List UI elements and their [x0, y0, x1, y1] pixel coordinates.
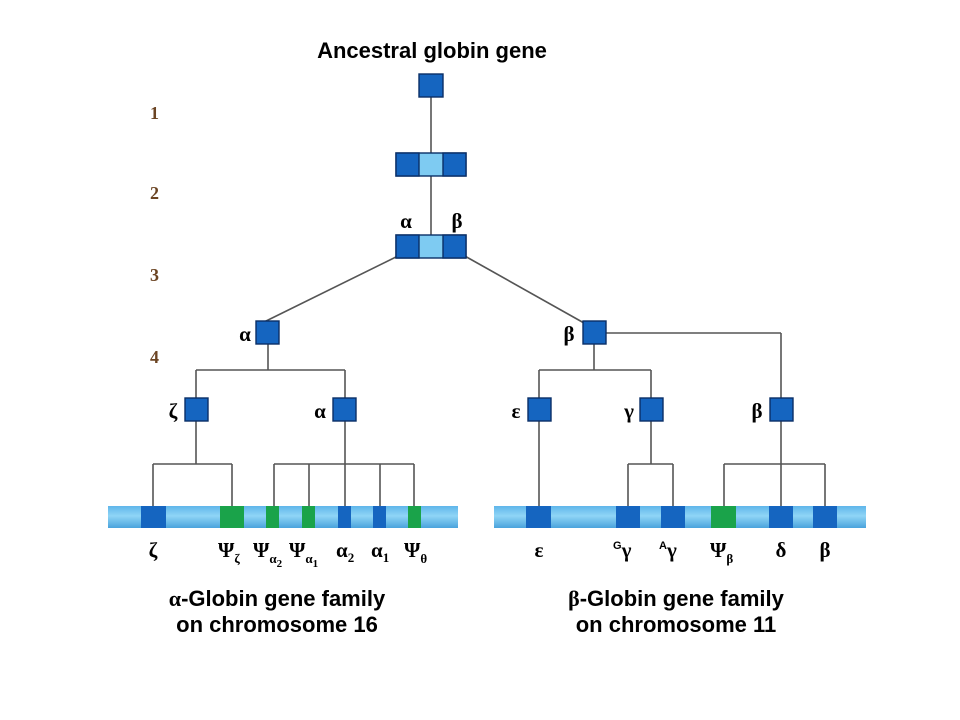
psi-alpha1-label: Ψα1	[289, 538, 318, 570]
ancestral-gene-box	[418, 73, 444, 98]
alpha1-gene	[373, 506, 386, 528]
delta-gene-label: δ	[776, 538, 787, 562]
gamma-node-label: γ	[623, 399, 634, 423]
psi-beta-pseudogene	[711, 506, 736, 528]
beta-family-line2: on chromosome 11	[576, 612, 777, 637]
beta-gene	[813, 506, 837, 528]
a-gamma-label: Aγ	[659, 538, 677, 562]
alpha-label-top: α	[400, 209, 412, 233]
step-2: 2	[150, 183, 159, 203]
psi-beta-label: Ψβ	[710, 538, 733, 566]
gamma-node-box	[639, 397, 664, 422]
step-4: 4	[150, 347, 159, 367]
beta-sub-node-label: β	[751, 399, 762, 423]
beta-gene-labels: ε Gγ Aγ Ψβ δ β	[535, 538, 831, 566]
a-gamma-gene	[661, 506, 685, 528]
epsilon-gene-label: ε	[535, 538, 544, 562]
beta-gene-label: β	[819, 538, 830, 562]
alpha-family-line2: on chromosome 16	[176, 612, 378, 637]
psi-theta-label: Ψθ	[404, 538, 427, 566]
alpha-family-line1: -Globin gene family	[181, 586, 386, 611]
psi-alpha2-pseudogene	[266, 506, 279, 528]
g-gamma-gene	[616, 506, 640, 528]
alpha-beta-gene-pair	[395, 234, 467, 259]
beta-node-box	[582, 320, 607, 345]
psi-zeta-label: Ψζ	[218, 538, 240, 566]
svg-text:α-Globin gene family: α-Globin gene family	[169, 586, 386, 611]
duplicated-gene-step2	[395, 152, 467, 177]
alpha-family-greek: α	[169, 586, 182, 611]
zeta-node-label: ζ	[169, 399, 178, 423]
epsilon-node-box	[527, 397, 552, 422]
epsilon-gene	[526, 506, 551, 528]
alpha-gene-labels: ζ Ψζ Ψα2 Ψα1 α2 α1 Ψθ	[149, 538, 428, 570]
psi-alpha2-label: Ψα2	[253, 538, 283, 570]
psi-zeta-pseudogene	[220, 506, 244, 528]
chromosome-16	[108, 506, 458, 528]
psi-theta-pseudogene	[408, 506, 421, 528]
g-gamma-label: Gγ	[613, 538, 632, 562]
chromosome-11	[494, 506, 866, 528]
alpha1-label: α1	[371, 538, 389, 565]
beta-family-greek: β	[568, 586, 580, 611]
zeta-node-box	[184, 397, 209, 422]
step-numbers: 1 2 3 4	[150, 103, 159, 367]
beta-family-caption: β-Globin gene family on chromosome 11	[568, 586, 784, 637]
alpha2-label: α2	[336, 538, 354, 565]
zeta-gene	[141, 506, 166, 528]
alpha-node-box	[255, 320, 280, 345]
delta-gene	[769, 506, 793, 528]
beta-node-label: β	[563, 322, 574, 346]
beta-sub-node-box	[769, 397, 794, 422]
epsilon-node-label: ε	[512, 399, 521, 423]
zeta-gene-label: ζ	[149, 538, 158, 562]
alpha-node-label: α	[239, 322, 251, 346]
beta-family-line1: -Globin gene family	[580, 586, 785, 611]
alpha-family-caption: α-Globin gene family on chromosome 16	[169, 586, 386, 637]
tree-lines	[152, 97, 826, 506]
step-3: 3	[150, 265, 159, 285]
psi-alpha1-pseudogene	[302, 506, 315, 528]
alpha-sub-node-label: α	[314, 399, 326, 423]
diagram-title: Ancestral globin gene	[317, 38, 547, 63]
svg-text:β-Globin gene family: β-Globin gene family	[568, 586, 784, 611]
beta-label-top: β	[451, 209, 462, 233]
alpha2-gene	[338, 506, 351, 528]
alpha-sub-node-box	[332, 397, 357, 422]
step-1: 1	[150, 103, 159, 123]
